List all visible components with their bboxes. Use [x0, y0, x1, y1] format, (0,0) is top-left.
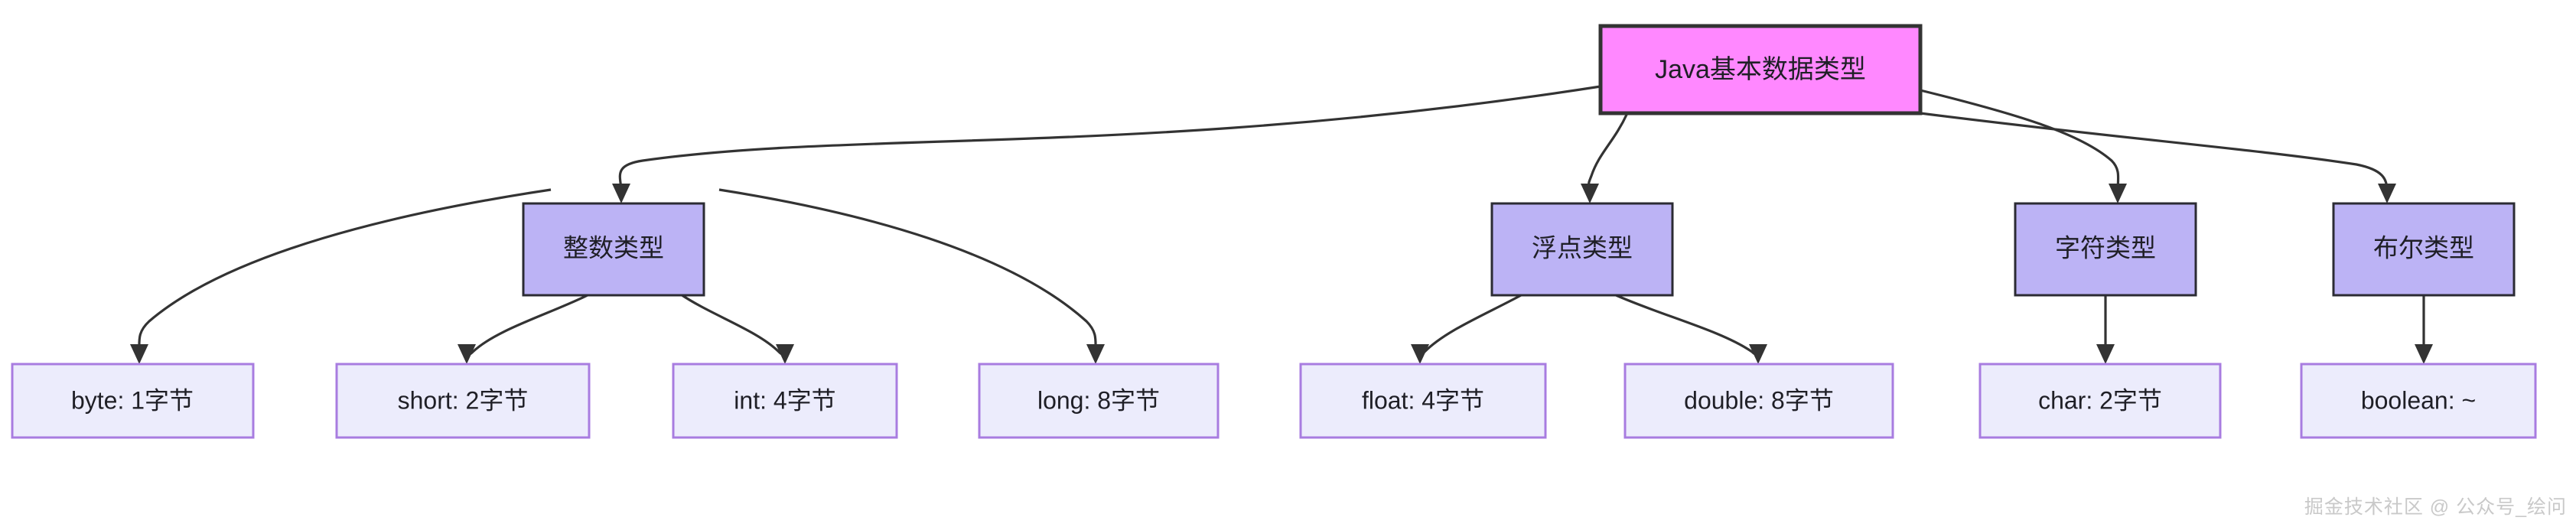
edge-floating-to-double	[1614, 293, 1760, 356]
arrowhead-floating-to-float	[1411, 344, 1429, 364]
edge-group-boolean	[2415, 294, 2433, 364]
arrowhead-floating-to-double	[1749, 344, 1767, 364]
edge-group-character	[2096, 294, 2115, 364]
node-leaf-boolean-rect[interactable]	[2300, 363, 2537, 439]
node-leaf-boolean[interactable]: boolean: ~	[2300, 363, 2537, 439]
node-leaf-long-label: long: 8字节	[1037, 386, 1160, 414]
node-leaf-short[interactable]: short: 2字节	[335, 363, 591, 439]
arrowhead-integer-to-byte	[130, 344, 148, 364]
edge-floating-to-float	[1418, 293, 1523, 356]
arrowhead-root-to-boolean	[2378, 184, 2396, 203]
node-root-label: Java基本数据类型	[1655, 55, 1866, 84]
node-boolean-label: 布尔类型	[2373, 234, 2474, 262]
node-leaf-char[interactable]: char: 2字节	[1978, 363, 2222, 439]
node-integer-label: 整数类型	[563, 234, 664, 262]
edge-root-to-character	[1920, 89, 2120, 192]
node-floating-label: 浮点类型	[1532, 234, 1633, 262]
node-leaf-double-label: double: 8字节	[1684, 386, 1834, 414]
edge-root-to-integer	[618, 85, 1601, 192]
node-character-rect[interactable]	[2014, 202, 2197, 297]
node-leaf-int-label: int: 4字节	[734, 386, 835, 414]
node-leaf-float[interactable]: float: 4字节	[1299, 363, 1547, 439]
node-leaf-float-label: float: 4字节	[1362, 386, 1484, 414]
arrowhead-boolean-to-boolean-leaf	[2415, 344, 2433, 364]
edge-root-to-boolean	[1920, 112, 2389, 192]
node-root[interactable]: Java基本数据类型	[1598, 24, 1923, 115]
node-leaf-double-rect[interactable]	[1623, 363, 1894, 439]
node-leaf-long-rect[interactable]	[978, 363, 1220, 439]
edge-integer-to-byte	[138, 188, 552, 353]
arrowhead-root-to-floating	[1581, 184, 1599, 203]
edge-group-floating	[1411, 293, 1767, 364]
node-leaf-double[interactable]: double: 8字节	[1623, 363, 1894, 439]
node-floating[interactable]: 浮点类型	[1490, 202, 1674, 297]
edge-group-integer	[130, 188, 1105, 364]
edge-integer-to-int	[680, 293, 787, 356]
node-leaf-short-label: short: 2字节	[398, 386, 529, 414]
node-leaf-long[interactable]: long: 8字节	[978, 363, 1220, 439]
arrowhead-root-to-integer	[612, 184, 630, 203]
node-root-rect[interactable]	[1598, 24, 1923, 115]
arrowhead-character-to-char	[2096, 344, 2115, 364]
node-boolean-rect[interactable]	[2332, 202, 2516, 297]
node-leaf-byte[interactable]: byte: 1字节	[11, 363, 255, 439]
node-leaf-boolean-label: boolean: ~	[2361, 386, 2476, 414]
node-leaf-char-rect[interactable]	[1978, 363, 2222, 439]
node-leaf-int-rect[interactable]	[672, 363, 898, 439]
edge-root-to-floating	[1588, 112, 1629, 192]
node-character[interactable]: 字符类型	[2014, 202, 2197, 297]
node-floating-rect[interactable]	[1490, 202, 1674, 297]
arrowhead-integer-to-int	[776, 344, 794, 364]
node-leaf-int[interactable]: int: 4字节	[672, 363, 898, 439]
node-leaf-char-label: char: 2字节	[2038, 386, 2162, 414]
node-leaf-byte-label: byte: 1字节	[71, 386, 194, 414]
node-integer-rect[interactable]	[522, 202, 705, 297]
node-character-label: 字符类型	[2055, 234, 2156, 262]
node-leaf-float-rect[interactable]	[1299, 363, 1547, 439]
arrowhead-integer-to-long	[1086, 344, 1105, 364]
arrowhead-integer-to-short	[458, 344, 476, 364]
edge-integer-to-short	[464, 293, 590, 356]
node-leaf-byte-rect[interactable]	[11, 363, 255, 439]
node-leaf-short-rect[interactable]	[335, 363, 591, 439]
edge-group-root	[612, 85, 2396, 203]
node-boolean[interactable]: 布尔类型	[2332, 202, 2516, 297]
node-integer[interactable]: 整数类型	[522, 202, 705, 297]
watermark: 掘金技术社区 @ 公众号_绘问	[2304, 496, 2567, 518]
edge-integer-to-long	[718, 188, 1097, 353]
arrowhead-root-to-character	[2109, 184, 2127, 203]
